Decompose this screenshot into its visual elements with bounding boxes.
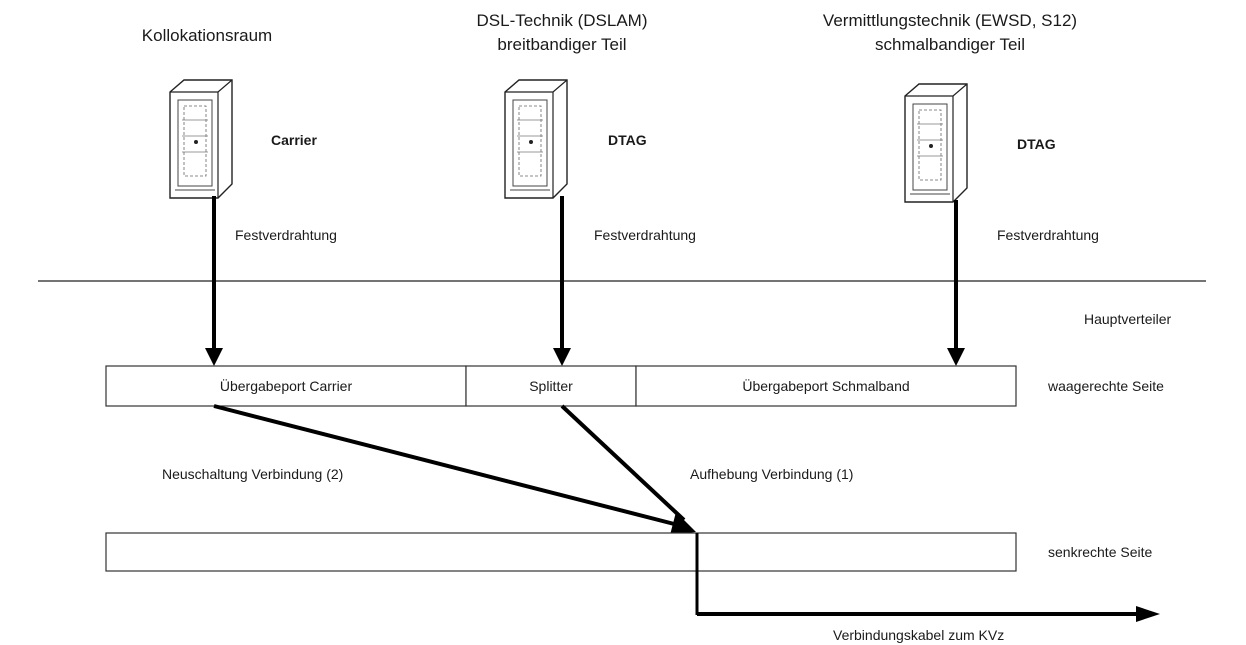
removed-connection-label: Aufhebung Verbindung (1) xyxy=(690,466,853,482)
new-connection-arrowhead xyxy=(670,512,696,535)
cable-label: Verbindungskabel zum KVz xyxy=(833,627,1004,643)
rack-icon-dslam xyxy=(504,79,568,199)
horizontal-side-label: waagerechte Seite xyxy=(1047,378,1164,394)
column-1-wiring-label: Festverdrahtung xyxy=(235,227,337,243)
column-3-wiring-label: Festverdrahtung xyxy=(997,227,1099,243)
cable-arrowhead xyxy=(1136,606,1160,622)
removed-connection-line xyxy=(560,404,686,522)
port-narrowband-label: Übergabeport Schmalband xyxy=(742,377,909,394)
arrowhead-dslam xyxy=(553,348,571,366)
rack-icon-carrier xyxy=(169,79,233,199)
new-connection-line xyxy=(213,404,683,528)
splitter-label: Splitter xyxy=(529,378,573,394)
port-narrowband-box xyxy=(635,365,1017,407)
column-2-wiring-label: Festverdrahtung xyxy=(594,227,696,243)
vertical-side-box xyxy=(105,532,1017,572)
column-1-title: Kollokationsraum xyxy=(142,26,272,45)
column-2-title: DSL-Technik (DSLAM) xyxy=(477,11,648,30)
new-connection-label: Neuschaltung Verbindung (2) xyxy=(162,466,343,482)
mdf-label: Hauptverteiler xyxy=(1084,311,1171,327)
column-3-subtitle: schmalbandiger Teil xyxy=(875,35,1025,54)
column-1-owner: Carrier xyxy=(271,132,317,148)
arrowhead-carrier xyxy=(205,348,223,366)
column-3-owner: DTAG xyxy=(1017,136,1056,152)
column-2-subtitle: breitbandiger Teil xyxy=(497,35,626,54)
arrowhead-switching xyxy=(947,348,965,366)
column-3-title: Vermittlungstechnik (EWSD, S12) xyxy=(823,11,1077,30)
vertical-side-label: senkrechte Seite xyxy=(1048,544,1152,560)
column-2-owner: DTAG xyxy=(608,132,647,148)
port-carrier-box xyxy=(105,365,467,407)
splitter-box xyxy=(465,365,637,407)
port-carrier-label: Übergabeport Carrier xyxy=(220,377,353,394)
rack-icon-switching xyxy=(904,83,968,203)
